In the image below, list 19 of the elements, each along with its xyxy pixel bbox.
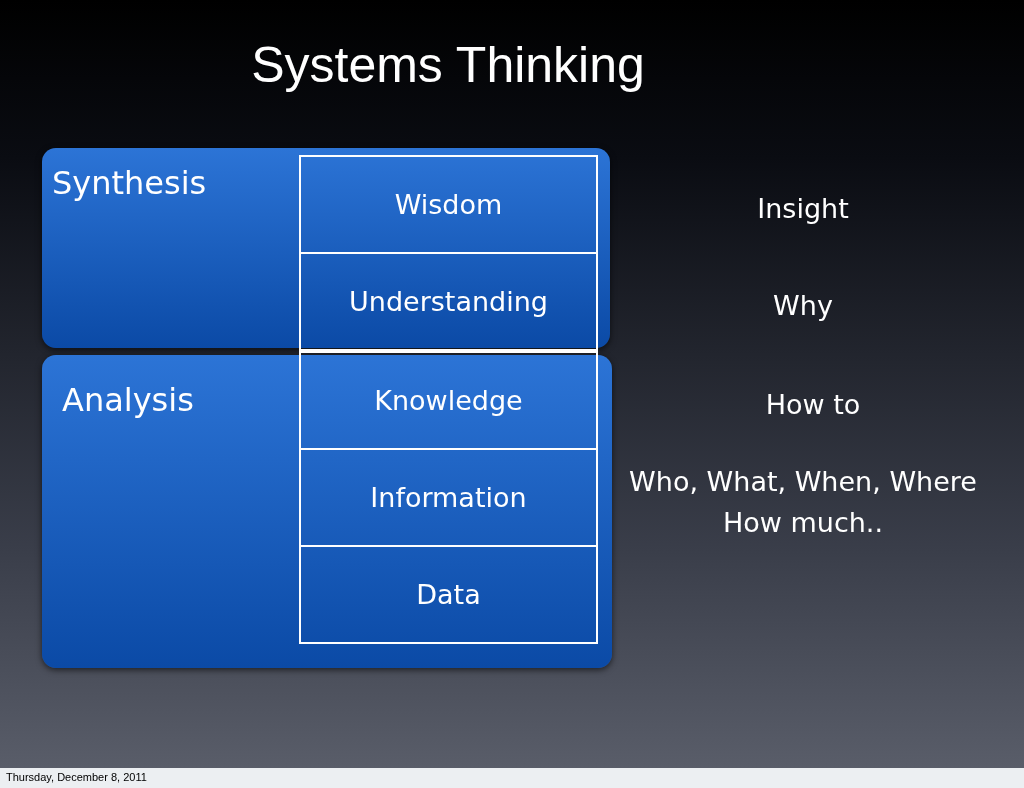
slide-title: Systems Thinking	[250, 36, 646, 94]
panel-heading: Analysis	[62, 381, 194, 419]
pyramid-level-cell	[299, 351, 598, 450]
level-label: Information	[370, 482, 527, 513]
level-label: Wisdom	[394, 189, 503, 220]
level-description: How to	[764, 388, 862, 422]
level-description: Insight	[756, 192, 850, 226]
pyramid-level-cell	[299, 155, 598, 254]
pyramid-level-cell	[299, 448, 598, 547]
level-description: Why	[772, 289, 834, 323]
panel-heading: Synthesis	[52, 164, 207, 202]
level-label: Knowledge	[374, 385, 523, 416]
level-label: Understanding	[349, 286, 548, 317]
level-label: Data	[416, 579, 481, 610]
level-description: Who, What, When, Where How much..	[628, 465, 978, 540]
pyramid-level-cell	[299, 545, 598, 644]
pyramid-level-cell	[299, 252, 598, 351]
category-panel	[42, 148, 610, 348]
footer-date: Thursday, December 8, 2011	[6, 771, 147, 783]
